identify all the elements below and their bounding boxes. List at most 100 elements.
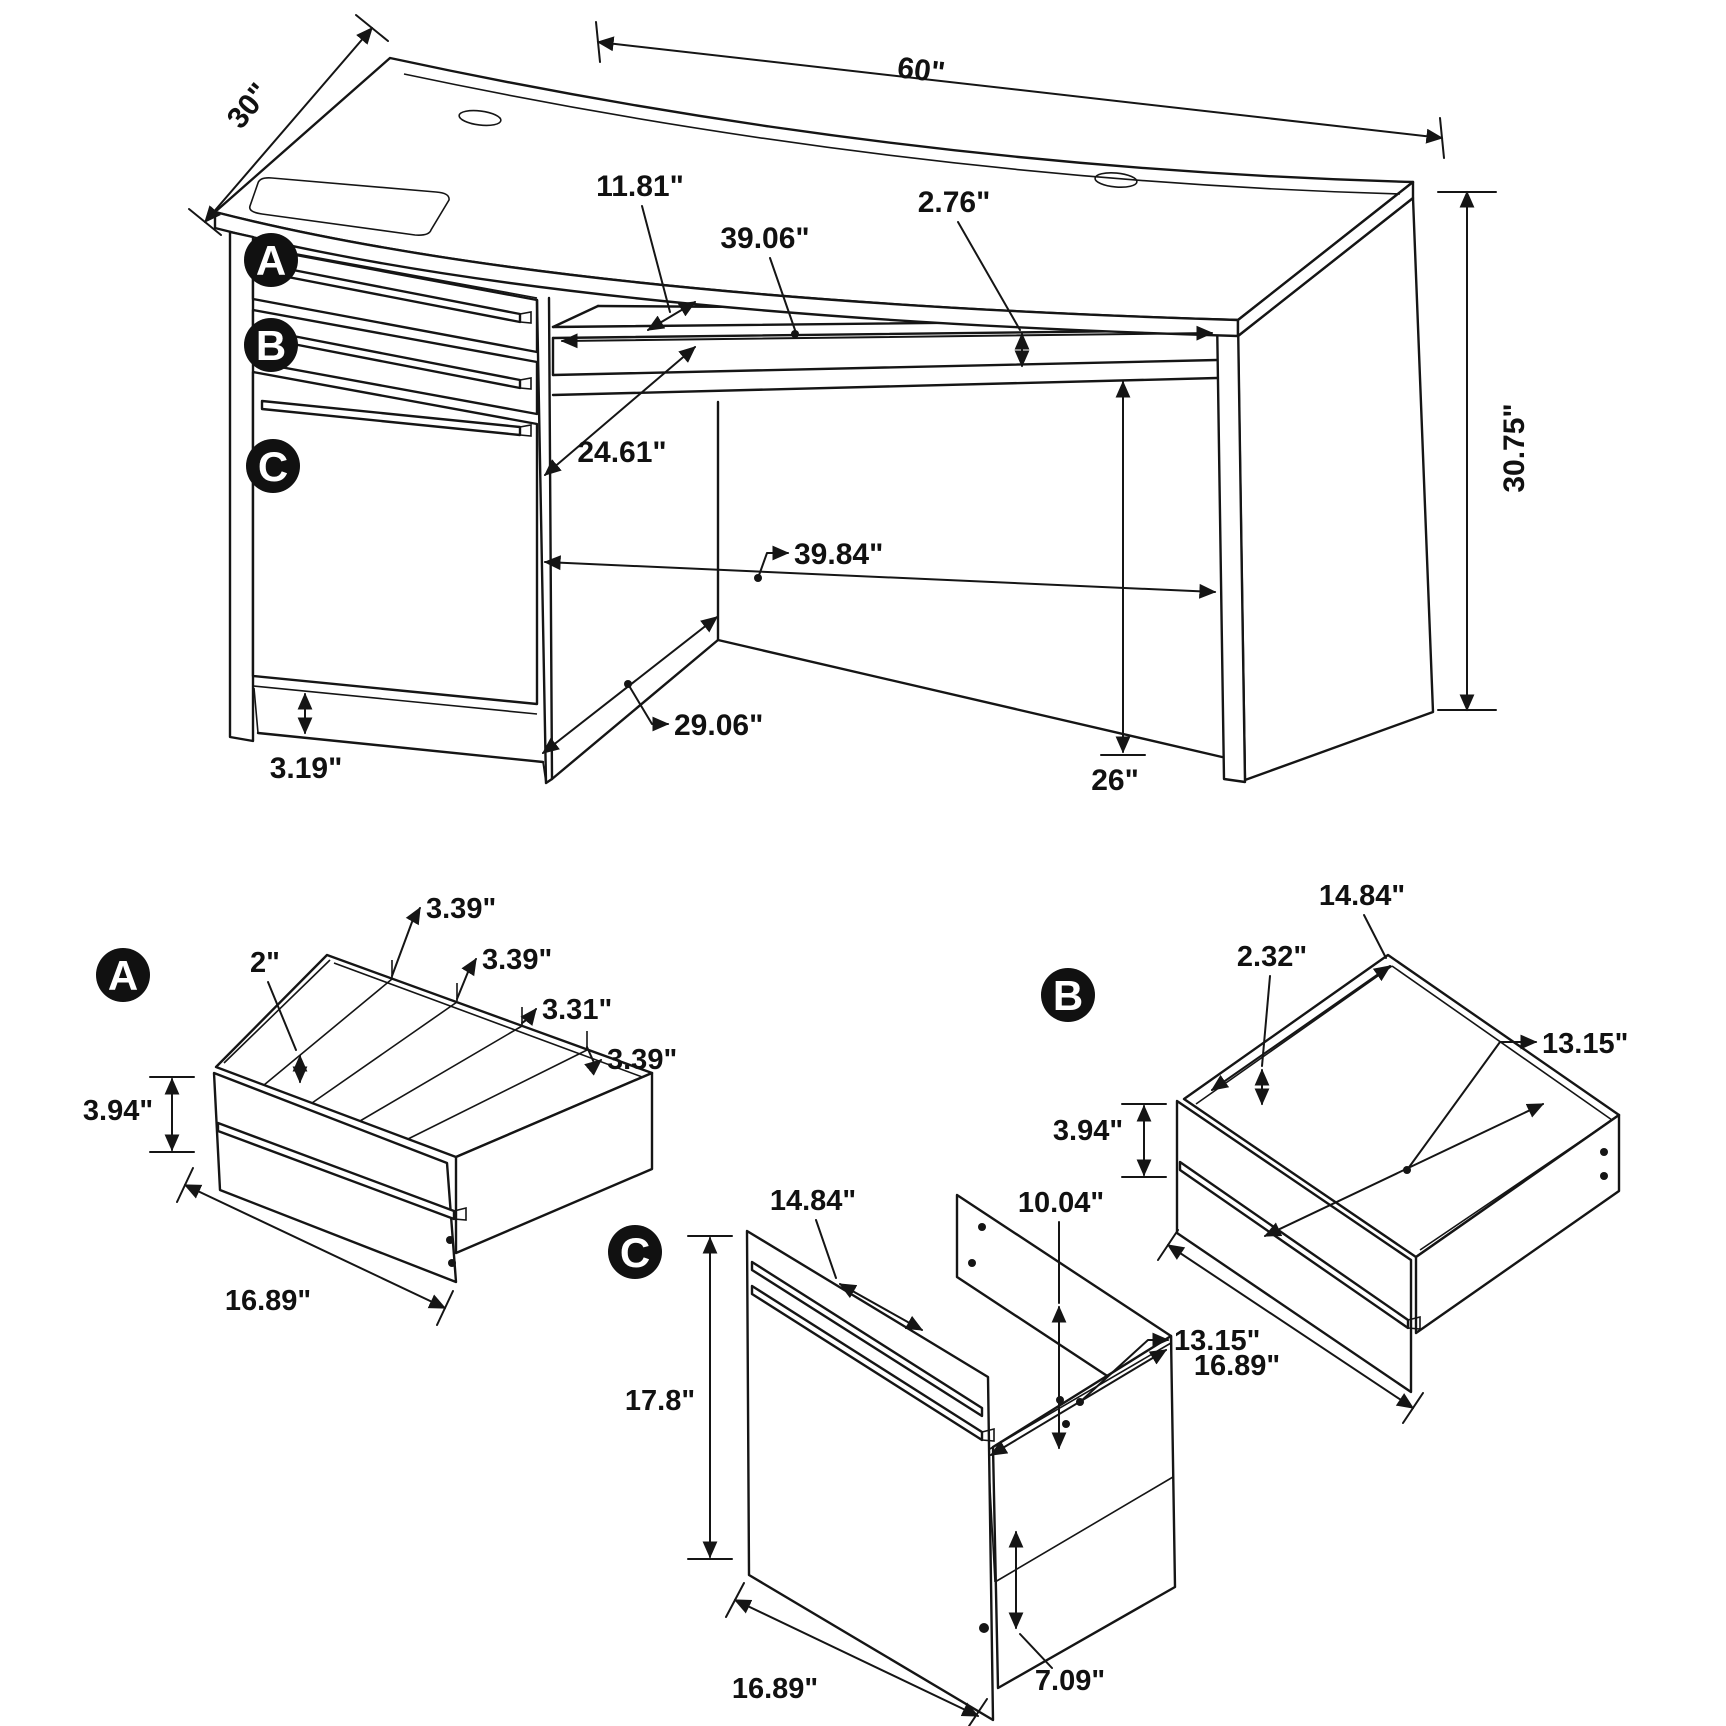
drawer-b-inner-width-label: 13.15" <box>1542 1028 1628 1060</box>
tray-width-label: 39.06" <box>720 222 809 255</box>
cable-grommet-right <box>1094 171 1138 189</box>
tray-width-leader <box>769 257 796 331</box>
drawer-b-screw-1 <box>1600 1148 1608 1156</box>
cabinet-c-front-panel <box>745 1229 995 1722</box>
detail-a-badge-letter: A <box>108 952 138 999</box>
width-dimension-label: 60" <box>896 51 947 90</box>
kneehole-width-line <box>543 555 1217 599</box>
depth-dimension-line <box>204 26 373 224</box>
drawer-a-width-ticks <box>176 1167 454 1326</box>
slot-4-label: 3.39" <box>607 1044 677 1076</box>
kneehole-width-label: 39.84" <box>794 538 883 571</box>
pedestal-side-panel <box>535 296 554 785</box>
cabinet-c-width-label: 16.89" <box>732 1673 818 1705</box>
divider-height-label: 2" <box>250 947 280 979</box>
left-side-panel <box>228 230 255 743</box>
cabinet-c-lower-height-label: 7.09" <box>1035 1665 1105 1697</box>
cabinet-c-screw-2 <box>978 1223 986 1231</box>
tray-face-height-leader <box>957 221 1021 331</box>
drawer-c-front <box>251 370 539 706</box>
cabinet-c-upper-height-label: 10.04" <box>1018 1187 1104 1219</box>
height-dimension-ticks <box>1437 191 1497 711</box>
tray-left-edge <box>551 304 600 329</box>
cabinet-c-screw-1 <box>968 1259 976 1267</box>
slot-2-label: 3.39" <box>482 944 552 976</box>
slot-1-leader <box>391 906 421 977</box>
base-bottom-edge <box>256 731 545 764</box>
tray-depth-label: 11.81" <box>596 170 684 203</box>
cabinet-c-inner-width-label: 13.15" <box>1174 1325 1260 1357</box>
badge-a-letter: A <box>256 237 286 284</box>
drawer-b-depth-label: 14.84" <box>1319 880 1405 912</box>
drawer-b-depth-arrow <box>1210 965 1392 1091</box>
detail-b-badge-letter: B <box>1053 972 1083 1019</box>
kneehole-depth-leader <box>627 683 670 732</box>
tray-face-bottom-edge <box>551 358 1219 377</box>
drawer-b-wall-height-label: 2.32" <box>1237 941 1307 973</box>
tray-width-arrow <box>560 325 1214 349</box>
tray-depth-leader <box>641 205 671 313</box>
badge-a-marker <box>244 233 298 287</box>
detail-a-badge <box>96 948 150 1002</box>
width-dimension-line <box>596 36 1444 144</box>
cabinet-c-width-arrow <box>733 1599 980 1717</box>
badge-c-marker <box>246 439 300 493</box>
cabinet-c-screw-5 <box>979 1623 989 1633</box>
kneehole-depth-label: 29.06" <box>674 709 763 742</box>
apron-bottom-edge <box>551 376 1219 397</box>
kneehole-width-leader <box>757 545 790 579</box>
desktop-right-face <box>1236 180 1415 338</box>
cabinet-c-detail: C 17.8" 14.84" 10.04" 13.15" 7.09" 16.89… <box>608 1185 1260 1726</box>
drawer-b-handle-end <box>519 377 532 390</box>
drawer-a-handle-end <box>519 311 532 324</box>
drawer-a-handle-end <box>453 1206 467 1221</box>
base-trim-line <box>252 685 538 715</box>
drawer-b-width-arrow <box>1166 1244 1415 1409</box>
drawer-b-inner-width-leader <box>1406 1034 1538 1171</box>
desktop-back-trim <box>403 73 1401 195</box>
badge-c-letter: C <box>258 443 288 490</box>
desk-badges: A B C <box>244 233 300 493</box>
desk-main-view: A B C 60" 30" 30.75" 11.81" 39.06" 2.76" <box>188 14 1531 797</box>
drawer-a-width-arrow <box>183 1184 447 1309</box>
drawer-b-width-ticks <box>1157 1229 1424 1424</box>
cabinet-c-screw-4 <box>1062 1420 1070 1428</box>
drawer-b-wall-height-leader <box>1261 975 1271 1067</box>
badge-b-letter: B <box>256 322 286 369</box>
detail-c-badge-letter: C <box>620 1229 650 1276</box>
drawer-b-screw-2 <box>1600 1172 1608 1180</box>
detail-b-badge <box>1041 968 1095 1022</box>
depth-dimension-ticks <box>188 14 389 236</box>
cabinet-c-inner-width-leader <box>1079 1332 1170 1403</box>
slot-4-leader <box>584 1046 603 1076</box>
modesty-panel <box>716 400 1224 759</box>
base-height-label: 3.19" <box>270 752 343 785</box>
tray-depth-arrow <box>646 301 697 331</box>
divider-height-leader <box>267 981 297 1051</box>
drawer-a-screw-1 <box>446 1236 454 1244</box>
drawer-a-height-label: 3.94" <box>83 1095 153 1127</box>
tray-width-leader-dot <box>791 330 799 338</box>
depth-dimension-label: 30" <box>221 77 277 135</box>
cabinet-c-depth-label: 14.84" <box>770 1185 856 1217</box>
drawer-b-depth-leader <box>1363 914 1387 959</box>
drawer-a-width-label: 16.89" <box>225 1285 311 1317</box>
badge-b-marker <box>244 318 298 372</box>
drawer-b-height-label: 3.94" <box>1053 1115 1123 1147</box>
cabinet-c-width-ticks <box>725 1582 988 1726</box>
pedestal <box>251 245 554 785</box>
slot-3-leader <box>520 1007 537 1026</box>
drawer-b-height-ticks <box>1121 1103 1167 1178</box>
tray-face-height-label: 2.76" <box>918 186 991 219</box>
cabinet-c-depth-leader <box>815 1219 837 1279</box>
detail-c-badge <box>608 1225 662 1279</box>
slot-3-label: 3.31" <box>542 994 612 1026</box>
drawer-a-screw-2 <box>448 1259 456 1267</box>
cabinet-c-lower-height-leader <box>1019 1633 1053 1669</box>
cabinet-c-height-ticks <box>687 1235 733 1560</box>
slot-2-leader <box>456 957 477 1000</box>
overhang-depth-arrow <box>543 346 697 476</box>
overhang-depth-label: 24.61" <box>577 436 666 469</box>
